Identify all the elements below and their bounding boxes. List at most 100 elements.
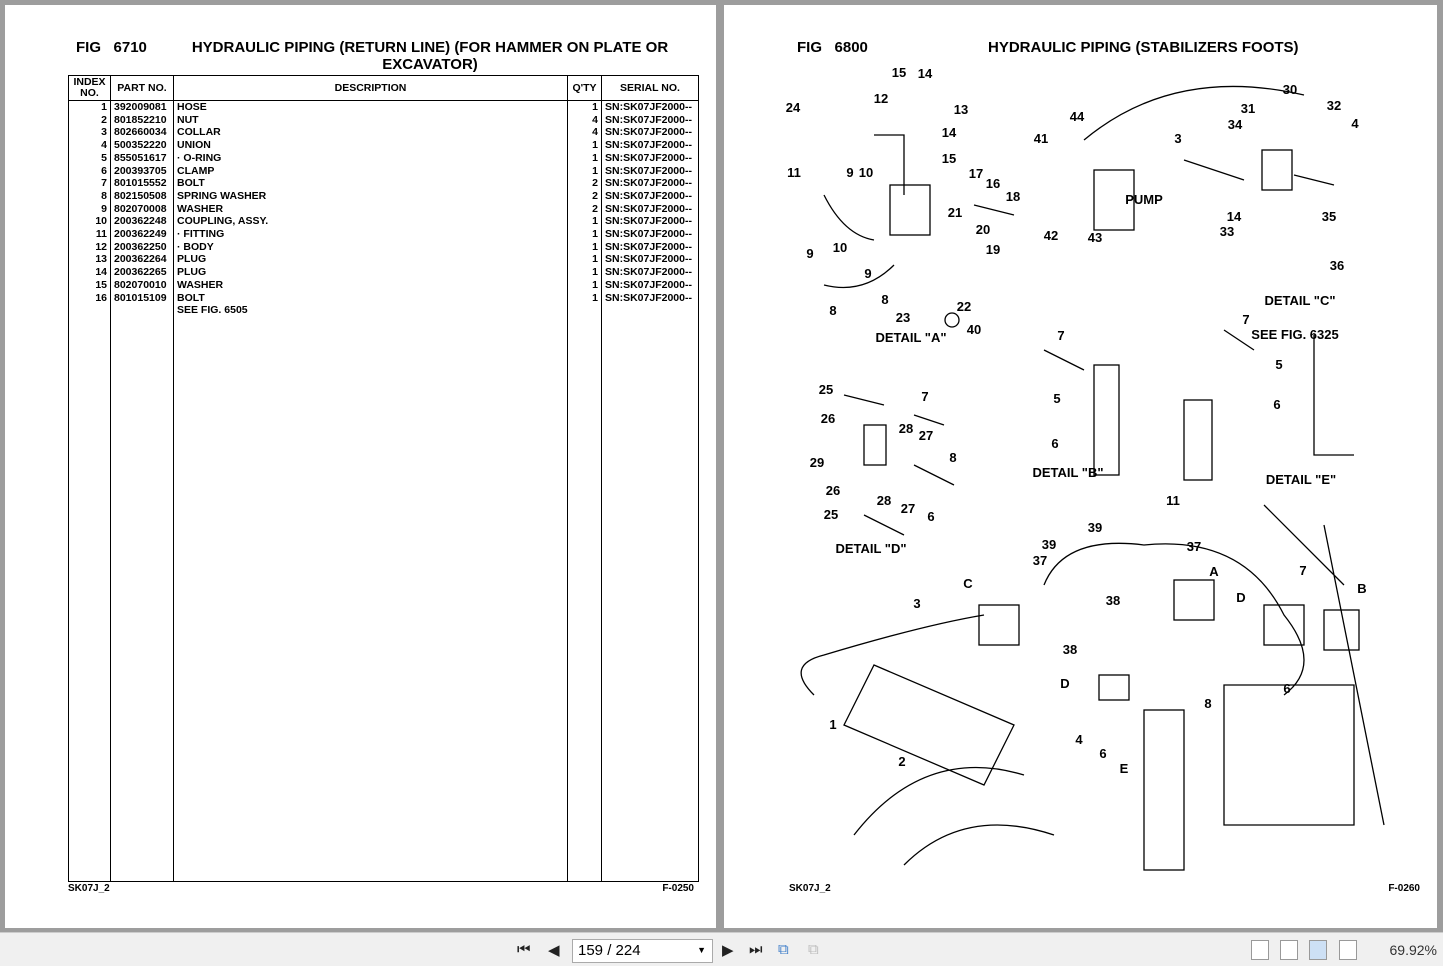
qty-cell: 1 xyxy=(567,228,602,241)
callout-label: 9 xyxy=(864,266,871,281)
callout-label: 15 xyxy=(942,151,956,166)
callout-label: 33 xyxy=(1220,224,1234,239)
callout-label: 11 xyxy=(1166,493,1180,508)
callout-label: 31 xyxy=(1241,101,1255,116)
callout-label: 6 xyxy=(1273,397,1280,412)
callout-label: 8 xyxy=(1204,696,1211,711)
page-value: 159 / 224 xyxy=(578,942,641,959)
continuous-facing-view-icon[interactable] xyxy=(1339,940,1357,960)
serial-cell: SN:SK07JF2000-- xyxy=(601,278,699,292)
callout-label: 4 xyxy=(1075,732,1083,747)
callout-label: 21 xyxy=(948,205,962,220)
valve-block-a xyxy=(889,184,931,236)
first-page-button[interactable]: ⏮ xyxy=(517,941,531,958)
index-cell: 13 xyxy=(68,253,111,267)
callout-label: 28 xyxy=(877,493,891,508)
callout-label: SEE FIG. 6325 xyxy=(1251,327,1338,342)
callout-label: 14 xyxy=(918,66,933,81)
callout-label: DETAIL "B" xyxy=(1032,465,1103,480)
forward-view-icon[interactable]: ⧉ xyxy=(808,941,819,958)
description-cell: SEE FIG. 6505 xyxy=(173,304,568,317)
callout-label: 1 xyxy=(829,717,836,732)
callout-label: 23 xyxy=(896,310,910,325)
callout-label: 26 xyxy=(821,411,835,426)
callout-label: 22 xyxy=(957,299,971,314)
callout-label: 7 xyxy=(921,389,928,404)
next-page-button[interactable]: ▶ xyxy=(722,942,734,959)
description-cell: PLUG xyxy=(173,253,568,267)
back-view-icon[interactable]: ⧉ xyxy=(778,941,789,958)
serial-cell: SN:SK07JF2000-- xyxy=(601,228,699,241)
callout-label: 43 xyxy=(1088,230,1102,245)
index-cell: 16 xyxy=(68,291,111,305)
callout-label: 29 xyxy=(810,455,824,470)
part-no-cell: 200362249 xyxy=(110,228,174,241)
description-cell: UNION xyxy=(173,139,568,152)
prev-page-button[interactable]: ◀ xyxy=(548,942,560,959)
footer-left: SK07J_2 xyxy=(789,883,831,894)
callout-label: 42 xyxy=(1044,228,1058,243)
qty-cell: 4 xyxy=(567,126,602,140)
valve-block-c xyxy=(1261,149,1293,191)
left-page: FIG 6710 HYDRAULIC PIPING (RETURN LINE) … xyxy=(5,5,716,928)
serial-cell: SN:SK07JF2000-- xyxy=(601,202,699,216)
table-filler xyxy=(68,316,699,882)
qty-cell: 2 xyxy=(567,177,602,190)
zoom-level[interactable]: 69.92% xyxy=(1389,942,1437,958)
qty-cell: 2 xyxy=(567,189,602,203)
callout-label: 35 xyxy=(1322,209,1336,224)
callout-label: 37 xyxy=(1187,539,1201,554)
serial-cell: SN:SK07JF2000-- xyxy=(601,151,699,165)
col-qty: Q'TY xyxy=(567,75,602,101)
viewer-toolbar: ⏮ ◀ 159 / 224▼ ▶ ⏭ ⧉ ⧉ 69.92% xyxy=(0,932,1443,966)
callout-label: 6 xyxy=(1051,436,1058,451)
qty-cell: 1 xyxy=(567,215,602,229)
callout-label: C xyxy=(963,576,973,591)
serial-cell: SN:SK07JF2000-- xyxy=(601,266,699,279)
description-cell: WASHER xyxy=(173,202,568,216)
callout-label: D xyxy=(1060,676,1069,691)
serial-cell: SN:SK07JF2000-- xyxy=(601,113,699,127)
col-index: INDEX NO. xyxy=(68,75,111,101)
part-no-cell: 392009081 xyxy=(110,100,174,114)
part-no-cell: 200362250 xyxy=(110,240,174,254)
description-cell: COLLAR xyxy=(173,126,568,140)
serial-cell: SN:SK07JF2000-- xyxy=(601,240,699,254)
facing-view-icon[interactable] xyxy=(1309,940,1327,960)
part-no-cell: 802070008 xyxy=(110,202,174,216)
description-cell: CLAMP xyxy=(173,164,568,178)
serial-cell: SN:SK07JF2000-- xyxy=(601,164,699,178)
callout-label: 7 xyxy=(1299,563,1306,578)
page-selector[interactable]: 159 / 224▼ xyxy=(572,939,713,963)
callout-label: 16 xyxy=(986,176,1000,191)
callout-label: DETAIL "C" xyxy=(1264,293,1335,308)
callout-label: 38 xyxy=(1063,642,1077,657)
description-cell: WASHER xyxy=(173,278,568,292)
qty-cell: 1 xyxy=(567,266,602,279)
parts-table: INDEX NO. PART NO. DESCRIPTION Q'TY SERI… xyxy=(68,75,699,882)
continuous-view-icon[interactable] xyxy=(1280,940,1298,960)
description-cell: SPRING WASHER xyxy=(173,189,568,203)
single-page-view-icon[interactable] xyxy=(1251,940,1269,960)
callout-label: 2 xyxy=(898,754,905,769)
last-page-button[interactable]: ⏭ xyxy=(749,941,763,958)
description-cell: PLUG xyxy=(173,266,568,279)
callout-label: 7 xyxy=(1242,312,1249,327)
callout-label: 36 xyxy=(1330,258,1344,273)
footer-left: SK07J_2 xyxy=(68,883,110,894)
table-row: SEE FIG. 6505 xyxy=(68,304,699,317)
callout-label: 25 xyxy=(819,382,833,397)
callout-label: 27 xyxy=(901,501,915,516)
callout-label: 5 xyxy=(1053,391,1060,406)
part-no-cell: 802150508 xyxy=(110,189,174,203)
serial-cell: SN:SK07JF2000-- xyxy=(601,215,699,229)
serial-cell: SN:SK07JF2000-- xyxy=(601,253,699,267)
